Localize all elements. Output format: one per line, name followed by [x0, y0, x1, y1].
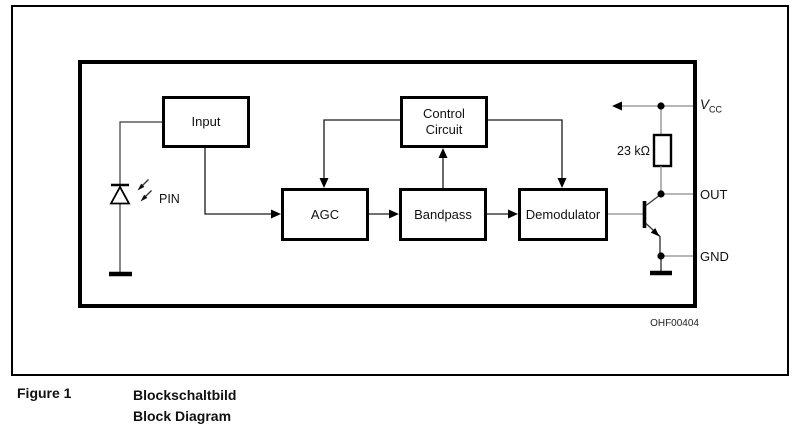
- figure-title-english: Block Diagram: [133, 408, 232, 424]
- resistor-icon: [652, 133, 673, 168]
- block-agc-label: AGC: [310, 206, 340, 222]
- vcc-pin-label: VCC: [700, 97, 722, 115]
- figure-titles: Blockschaltbild Block Diagram: [133, 385, 236, 427]
- page-outer-border: [11, 5, 789, 376]
- agc-to-bandpass-arrow: [368, 209, 399, 219]
- vcc-letter: V: [700, 97, 710, 112]
- vcc-subscript: CC: [709, 104, 723, 115]
- figure-number-label: Figure 1: [17, 385, 72, 401]
- diagram-frame: [78, 60, 697, 308]
- photodiode-label: PIN: [159, 192, 180, 206]
- out-pin-label: OUT: [700, 187, 728, 202]
- block-bandpass-label: Bandpass: [414, 206, 472, 222]
- drawing-code-label: OHF00404: [650, 318, 699, 329]
- junction-dots: [657, 102, 665, 260]
- figure-caption: Figure 1 Blockschaltbild Block Diagram: [17, 385, 787, 427]
- block-demodulator: Demodulator: [518, 188, 608, 241]
- block-bandpass: Bandpass: [399, 188, 487, 241]
- control-to-agc-arrow: [319, 119, 400, 188]
- pin-photodiode-icon: [109, 183, 131, 205]
- block-input-label: Input: [191, 114, 221, 129]
- incoming-light-arrows-icon: [137, 179, 152, 202]
- block-input: Input: [162, 96, 250, 148]
- bandpass-to-control-arrow: [438, 148, 448, 188]
- block-control-label-line1: Control: [423, 106, 465, 121]
- control-to-demodulator-arrow: [487, 119, 567, 188]
- block-control-circuit: Control Circuit: [400, 96, 488, 148]
- block-agc: AGC: [281, 188, 369, 241]
- bandpass-to-demodulator-arrow: [486, 209, 518, 219]
- block-demodulator-label: Demodulator: [525, 206, 601, 222]
- gnd-pin-label: GND: [700, 249, 729, 264]
- resistor-value-label: 23 kΩ: [617, 144, 650, 158]
- figure-title-german: Blockschaltbild: [133, 387, 237, 403]
- block-control-label-line2: Circuit: [425, 122, 463, 137]
- input-to-agc-arrow: [204, 148, 281, 219]
- input-to-diode-wire: [119, 121, 162, 273]
